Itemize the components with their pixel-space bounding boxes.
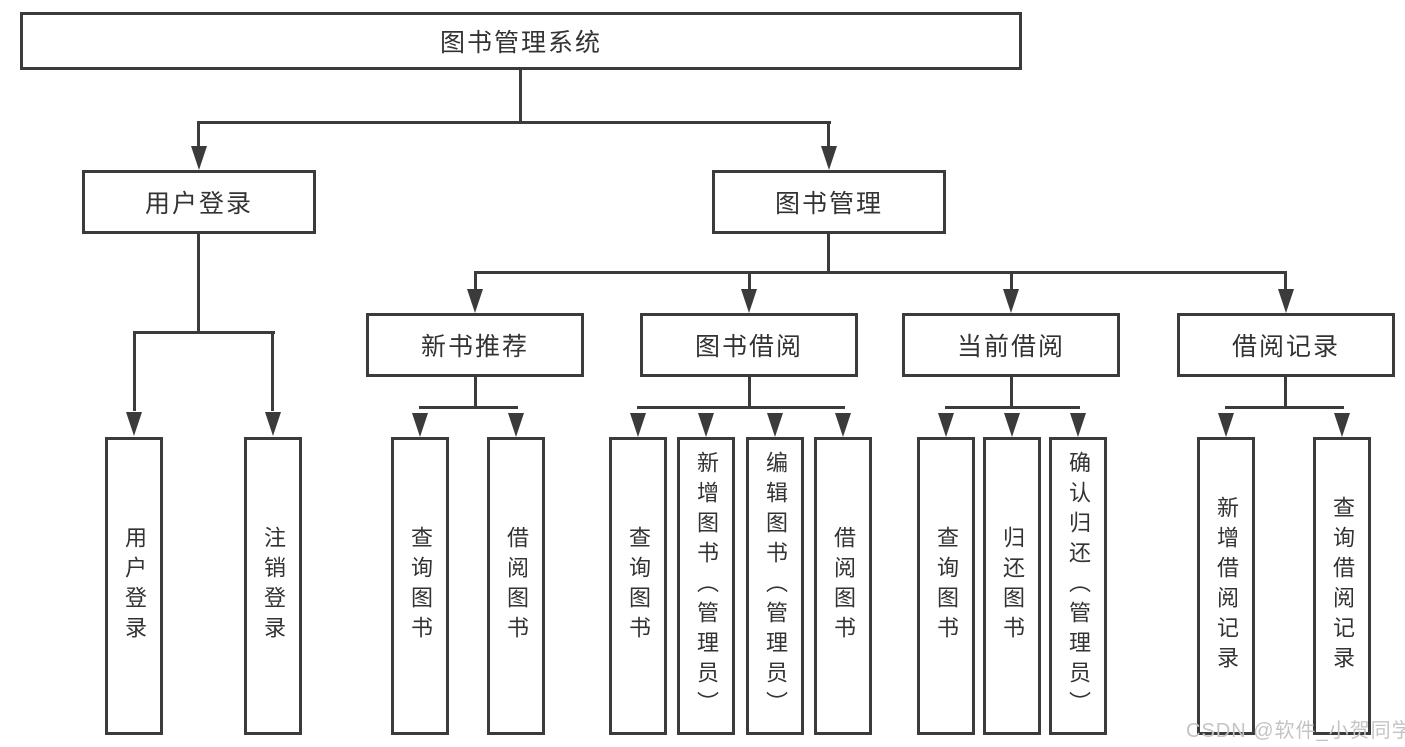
node-borrowing-records: 借阅记录 [1177, 313, 1395, 377]
connector-level2-bracket [474, 271, 1287, 274]
connector-drop [1284, 271, 1287, 291]
leaf-borrow-books-recommend: 借阅图书 [487, 437, 545, 735]
connector-bookmgmt-stem [827, 234, 830, 274]
node-label: 图书管理系统 [439, 29, 602, 57]
arrow-down-icon [938, 413, 954, 437]
arrow-down-icon [1334, 413, 1350, 437]
connector-drop [133, 331, 136, 411]
leaf-logout: 注销登录 [244, 437, 302, 735]
connector-book-mgmt-drop [827, 121, 830, 149]
node-new-book-recommend: 新书推荐 [366, 313, 584, 377]
node-label: 新增图书（管理员） [694, 451, 719, 721]
arrow-down-icon [191, 146, 207, 170]
leaf-add-books-admin: 新增图书（管理员） [677, 437, 735, 735]
node-label: 新增借阅记录 [1214, 496, 1239, 676]
arrow-down-icon [1003, 289, 1019, 313]
connector-bracket [945, 406, 1080, 409]
leaf-confirm-return-admin: 确认归还（管理员） [1049, 437, 1107, 735]
arrow-down-icon [265, 412, 281, 436]
node-user-login: 用户登录 [82, 170, 316, 234]
leaf-query-books-borrowing: 查询图书 [609, 437, 667, 735]
node-book-management: 图书管理 [712, 170, 946, 234]
leaf-borrow-books-borrowing: 借阅图书 [814, 437, 872, 735]
connector-stem [1284, 376, 1287, 409]
leaf-query-books-current: 查询图书 [917, 437, 975, 735]
leaf-user-login: 用户登录 [105, 437, 163, 735]
connector-drop [271, 331, 274, 411]
node-label: 查询图书 [934, 526, 959, 646]
arrow-down-icon [1070, 413, 1086, 437]
arrow-down-icon [126, 412, 142, 436]
connector-bracket [637, 406, 845, 409]
node-label: 借阅记录 [1231, 333, 1340, 361]
arrow-down-icon [508, 413, 524, 437]
arrow-down-icon [467, 289, 483, 313]
arrow-down-icon [741, 289, 757, 313]
node-label: 查询借阅记录 [1330, 496, 1355, 676]
connector-login-bracket [133, 331, 275, 334]
leaf-query-books-recommend: 查询图书 [391, 437, 449, 735]
node-current-borrowing: 当前借阅 [902, 313, 1120, 377]
node-label: 借阅图书 [504, 526, 529, 646]
node-library-management-system: 图书管理系统 [20, 12, 1022, 70]
arrow-down-icon [698, 413, 714, 437]
node-label: 查询图书 [626, 526, 651, 646]
node-label: 用户登录 [144, 190, 253, 218]
connector-user-login-drop [197, 121, 200, 149]
leaf-add-borrow-record: 新增借阅记录 [1197, 437, 1255, 735]
node-label: 图书管理 [774, 190, 883, 218]
connector-root-stem [519, 69, 522, 123]
arrow-down-icon [1004, 413, 1020, 437]
node-label: 借阅图书 [831, 526, 856, 646]
connector-stem [474, 376, 477, 409]
connector-level1-bracket [197, 121, 831, 124]
connector-stem [1010, 376, 1013, 409]
connector-drop [748, 271, 751, 291]
connector-drop [474, 271, 477, 291]
leaf-edit-books-admin: 编辑图书（管理员） [746, 437, 804, 735]
arrow-down-icon [412, 413, 428, 437]
csdn-watermark: CSDN @软件_小贺同学 [1186, 720, 1405, 742]
arrow-down-icon [630, 413, 646, 437]
node-label: 编辑图书（管理员） [763, 451, 788, 721]
leaf-query-borrow-record: 查询借阅记录 [1313, 437, 1371, 735]
arrow-down-icon [821, 146, 837, 170]
node-label: 确认归还（管理员） [1066, 451, 1091, 721]
connector-drop [1010, 271, 1013, 291]
arrow-down-icon [1278, 289, 1294, 313]
node-label: 注销登录 [261, 526, 286, 646]
arrow-down-icon [835, 413, 851, 437]
leaf-return-books: 归还图书 [983, 437, 1041, 735]
node-book-borrowing: 图书借阅 [640, 313, 858, 377]
node-label: 图书借阅 [694, 333, 803, 361]
node-label: 查询图书 [408, 526, 433, 646]
connector-stem [748, 376, 751, 409]
arrow-down-icon [767, 413, 783, 437]
node-label: 归还图书 [1000, 526, 1025, 646]
connector-bracket [419, 406, 518, 409]
node-label: 用户登录 [122, 526, 147, 646]
node-label: 新书推荐 [420, 333, 529, 361]
node-label: 当前借阅 [956, 333, 1065, 361]
connector-login-stem [197, 233, 200, 334]
arrow-down-icon [1218, 413, 1234, 437]
connector-bracket [1225, 406, 1344, 409]
